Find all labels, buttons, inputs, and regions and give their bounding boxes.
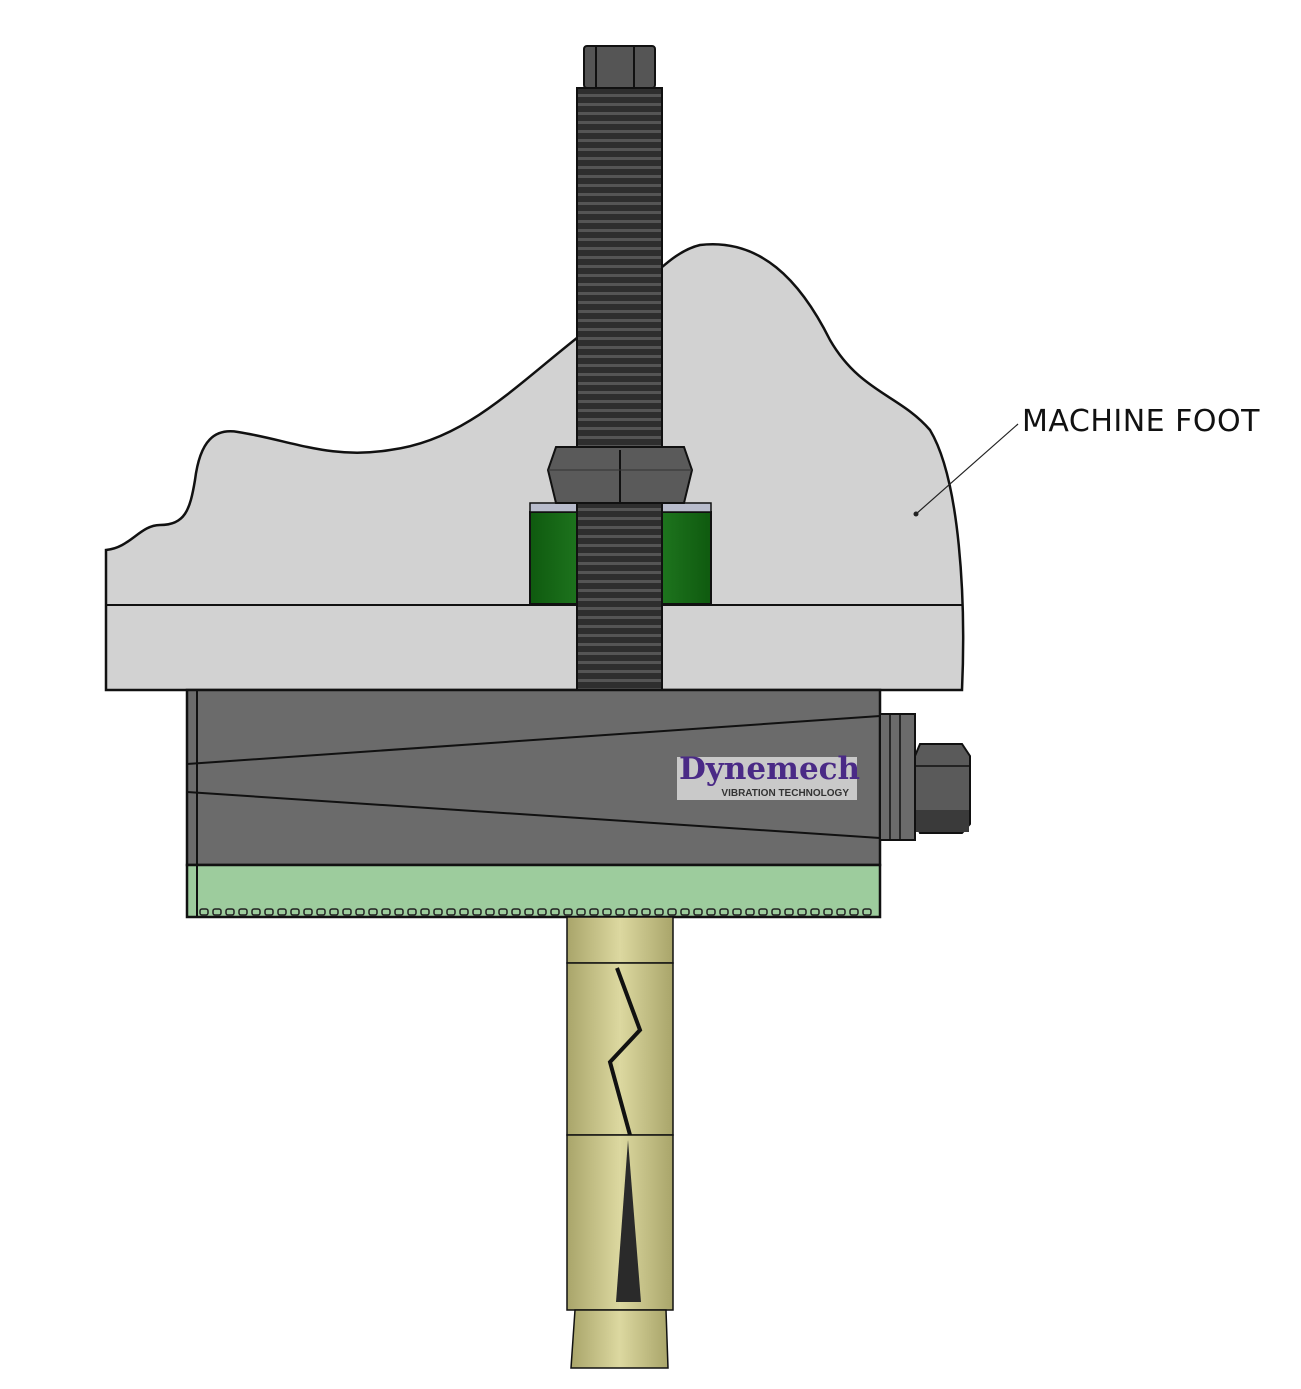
base-tooth xyxy=(719,908,729,916)
base-tooth xyxy=(641,908,651,916)
dynemech-logo: Dynemech VIBRATION TECHNOLOGY xyxy=(677,751,860,800)
base-tooth xyxy=(602,908,612,916)
base-tooth xyxy=(277,908,287,916)
base-tooth xyxy=(693,908,703,916)
base-tooth xyxy=(355,908,365,916)
logo-brand: Dynemech xyxy=(679,751,861,787)
base-tooth xyxy=(654,908,664,916)
base-tooth xyxy=(342,908,352,916)
side-adjuster-bolt xyxy=(879,713,971,841)
base-tooth xyxy=(368,908,378,916)
base-tooth xyxy=(459,908,469,916)
base-tooth xyxy=(784,908,794,916)
machine-foot-label: MACHINE FOOT xyxy=(1022,404,1260,439)
base-tooth xyxy=(407,908,417,916)
base-tooth xyxy=(472,908,482,916)
base-tooth xyxy=(212,908,222,916)
base-tooth xyxy=(433,908,443,916)
base-tooth xyxy=(836,908,846,916)
base-tooth xyxy=(446,908,456,916)
base-tooth xyxy=(771,908,781,916)
base-tooth xyxy=(823,908,833,916)
logo-tagline: VIBRATION TECHNOLOGY xyxy=(721,788,849,799)
rod-cap xyxy=(583,45,656,89)
base-tooth xyxy=(550,908,560,916)
base-tooth xyxy=(498,908,508,916)
base-tooth xyxy=(797,908,807,916)
base-tooth xyxy=(420,908,430,916)
base-tooth xyxy=(745,908,755,916)
base-tooth xyxy=(199,908,209,916)
leader-dot xyxy=(913,511,919,517)
base-tooth xyxy=(563,908,573,916)
base-tooth xyxy=(238,908,248,916)
base-tooth xyxy=(394,908,404,916)
base-tooth xyxy=(316,908,326,916)
base-tooth xyxy=(758,908,768,916)
base-tooth xyxy=(680,908,690,916)
base-tooth xyxy=(576,908,586,916)
base-tooth xyxy=(667,908,677,916)
base-tooth xyxy=(628,908,638,916)
base-tooth xyxy=(381,908,391,916)
anchor-bolt xyxy=(566,916,674,1369)
base-tooth xyxy=(810,908,820,916)
machine-foot xyxy=(104,242,965,692)
base-tooth xyxy=(303,908,313,916)
base-tooth xyxy=(849,908,859,916)
leader-line xyxy=(915,423,1019,515)
base-tooth xyxy=(589,908,599,916)
base-tooth xyxy=(511,908,521,916)
base-tooth xyxy=(225,908,235,916)
base-tooth xyxy=(615,908,625,916)
base-tooth xyxy=(732,908,742,916)
base-tooth xyxy=(329,908,339,916)
base-tooth xyxy=(862,908,872,916)
base-tooth xyxy=(251,908,261,916)
base-tooth xyxy=(524,908,534,916)
base-tooth xyxy=(290,908,300,916)
hex-nut xyxy=(546,446,694,504)
base-tooth xyxy=(706,908,716,916)
base-tooth xyxy=(485,908,495,916)
base-pad-teeth xyxy=(199,908,872,916)
threaded-rod xyxy=(576,87,663,691)
base-tooth xyxy=(537,908,547,916)
base-tooth xyxy=(264,908,274,916)
